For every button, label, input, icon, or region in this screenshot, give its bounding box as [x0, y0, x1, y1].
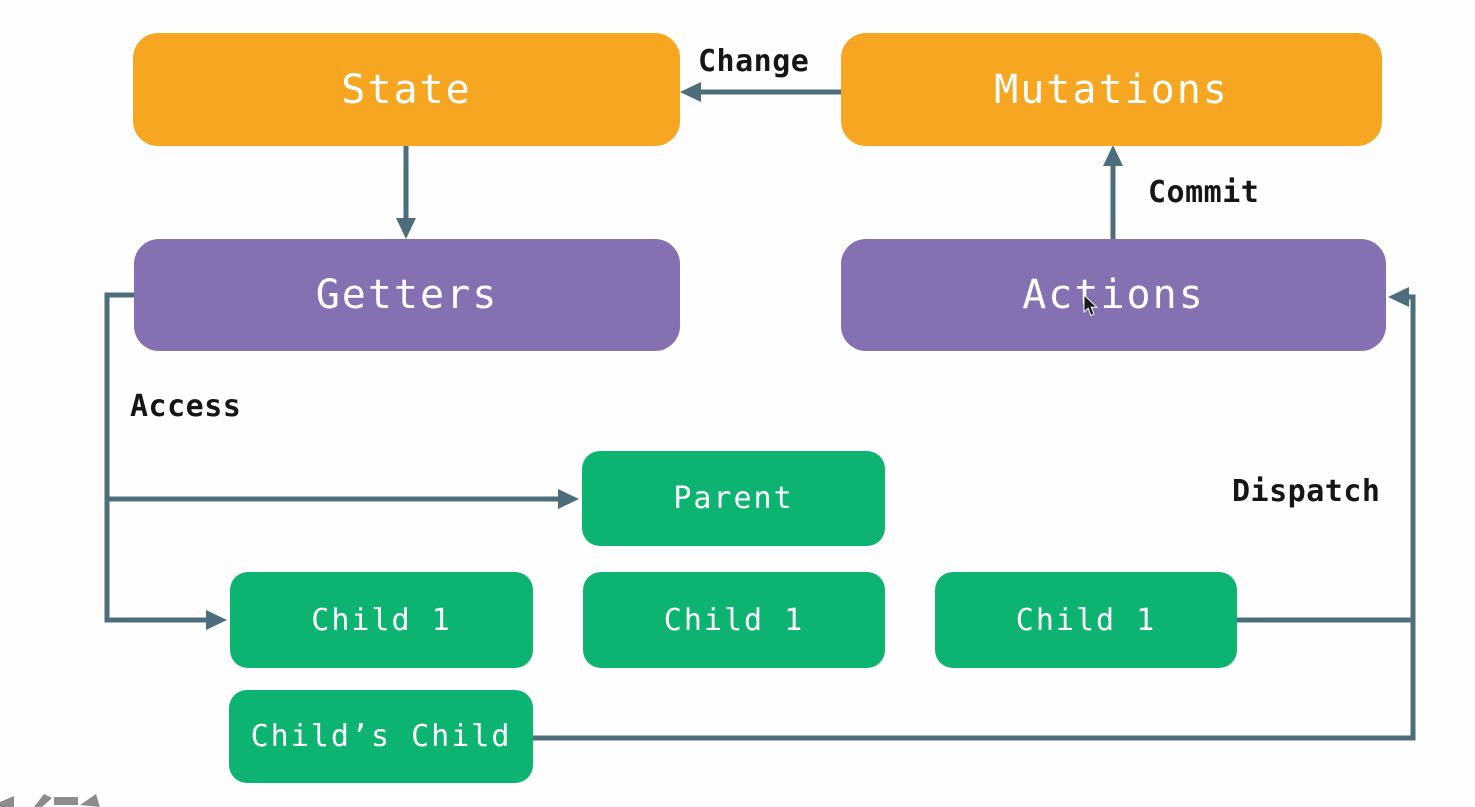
node-child-right-label: Child 1 [1015, 602, 1157, 638]
dispatch-arrowhead [1388, 287, 1409, 307]
watermark-fragments [0, 794, 100, 807]
access-parent-arrowhead [558, 489, 579, 509]
node-child-right: Child 1 [935, 572, 1237, 668]
mouse-cursor-icon [1083, 295, 1099, 317]
edge-label-change: Change [698, 44, 810, 79]
node-child-left: Child 1 [230, 572, 533, 668]
edge-label-dispatch: Dispatch [1232, 474, 1381, 509]
node-getters: Getters [134, 239, 680, 351]
node-actions-label: Actions [1022, 272, 1205, 318]
node-childs-child-label: Child’s Child [250, 719, 512, 754]
access-elbow-line [104, 292, 216, 623]
commit-arrowhead [1103, 145, 1123, 166]
node-getters-label: Getters [315, 272, 499, 318]
state-getters-arrowhead [396, 218, 416, 239]
edge-label-commit: Commit [1148, 175, 1260, 210]
node-child-left-label: Child 1 [311, 602, 452, 638]
access-child-arrowhead [206, 610, 227, 630]
node-parent-label: Parent [673, 481, 794, 516]
node-mutations: Mutations [841, 33, 1382, 146]
node-child-middle: Child 1 [583, 572, 885, 668]
node-mutations-label: Mutations [994, 66, 1229, 113]
node-parent: Parent [582, 451, 885, 546]
node-state-label: State [341, 66, 472, 113]
node-actions: Actions [841, 239, 1386, 351]
node-child-middle-label: Child 1 [663, 602, 805, 638]
change-arrowhead [680, 82, 701, 102]
edge-label-access: Access [130, 389, 242, 424]
node-state: State [133, 33, 680, 146]
node-childs-child: Child’s Child [229, 690, 533, 783]
